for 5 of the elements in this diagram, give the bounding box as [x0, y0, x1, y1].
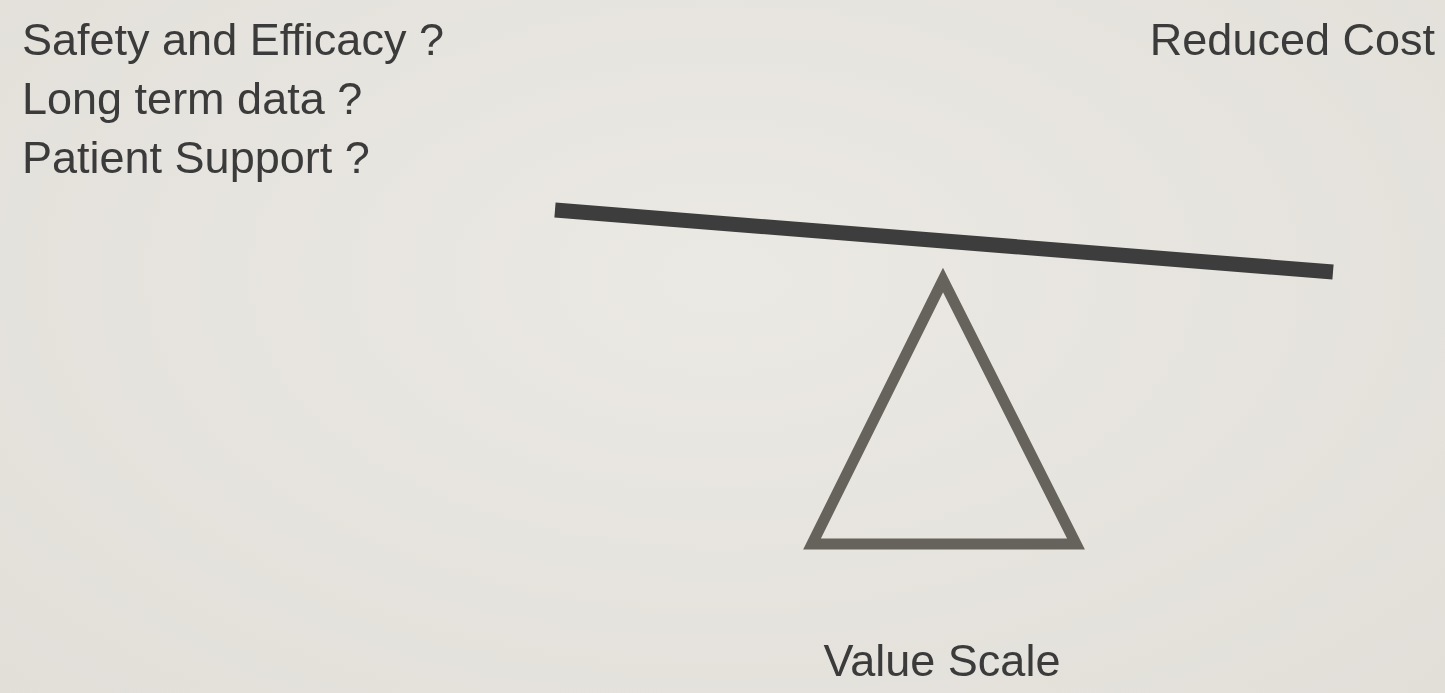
label-text: Reduced Cost: [1149, 17, 1435, 62]
label-text: Patient Support ?: [22, 135, 370, 180]
caption: Value Scale: [823, 638, 1061, 683]
label-text: Long term data ?: [22, 76, 363, 121]
label-text: Safety and Efficacy ?: [22, 17, 444, 62]
